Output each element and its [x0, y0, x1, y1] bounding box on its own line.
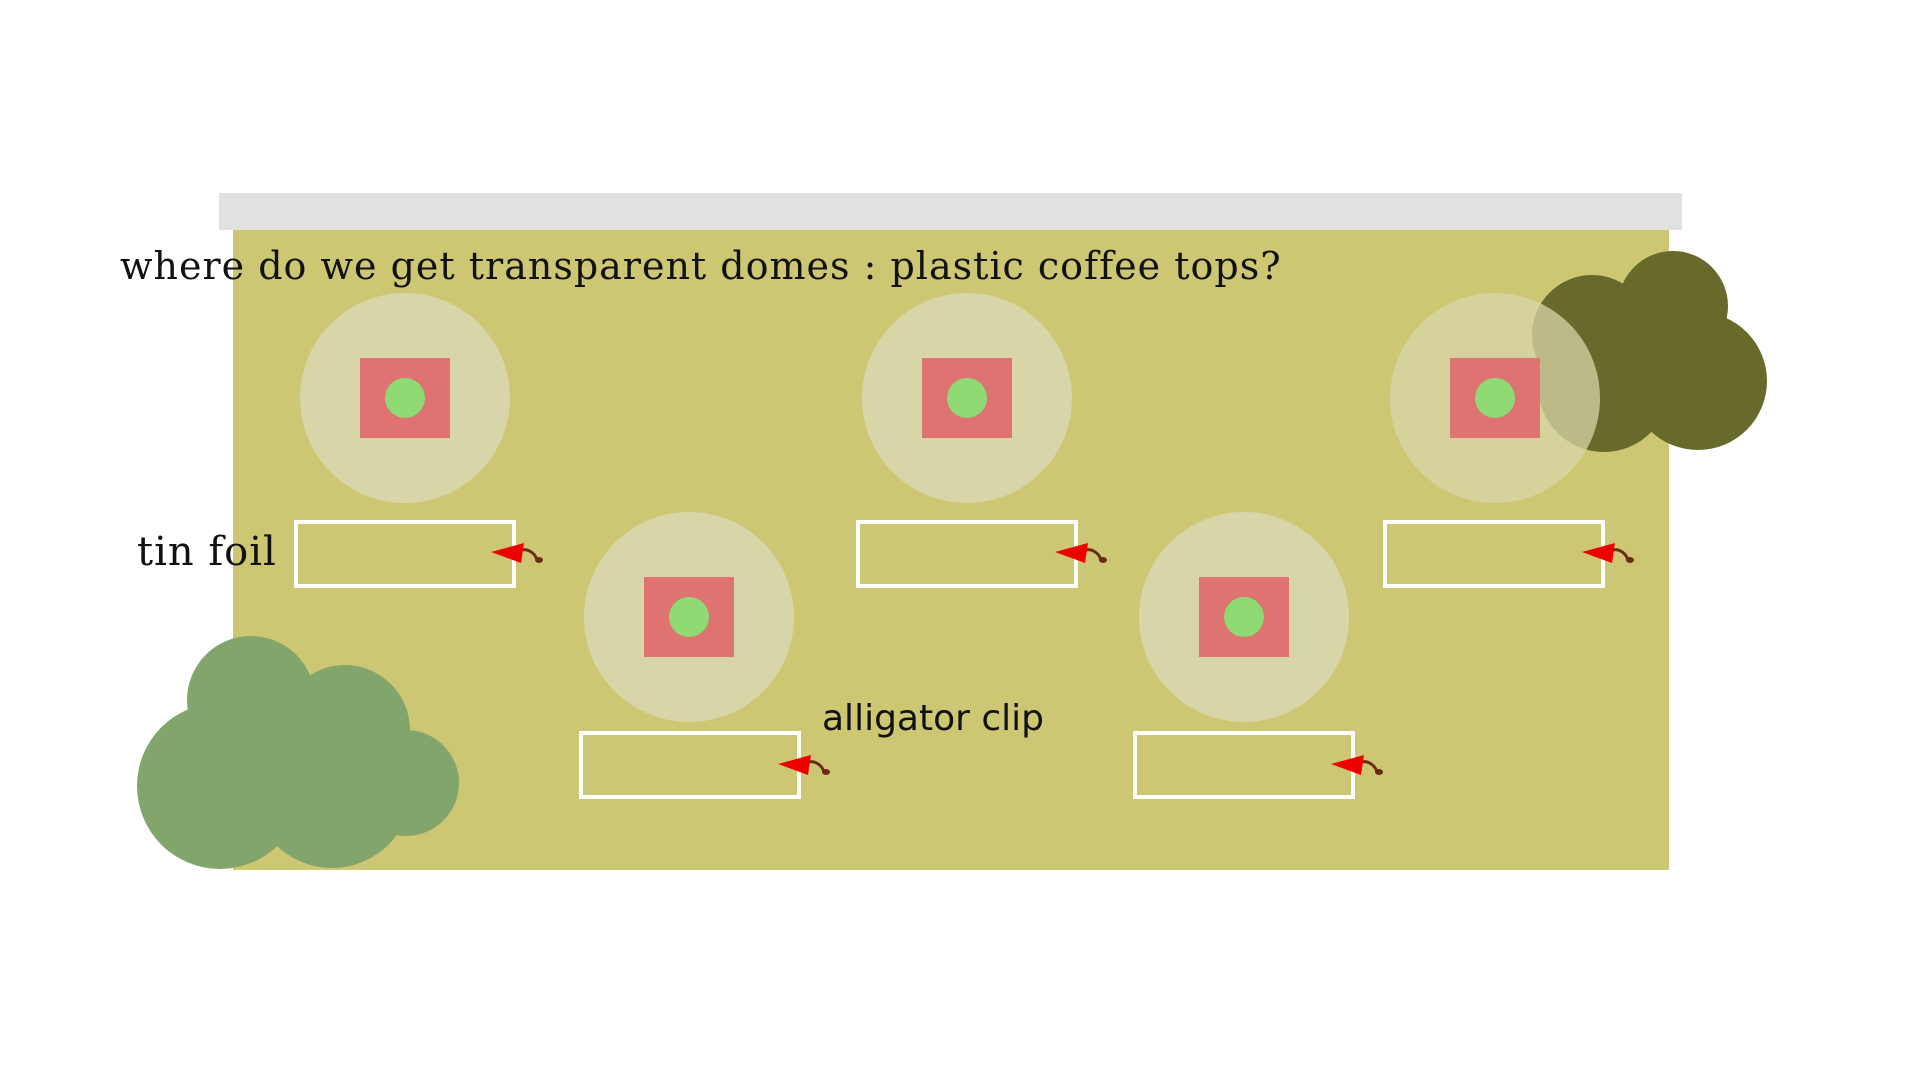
unit-1: [294, 293, 543, 588]
top-bar: [219, 193, 1682, 230]
center-dot: [385, 378, 425, 418]
dark-bush-lobe: [1591, 310, 1701, 420]
center-dot: [947, 378, 987, 418]
alligator-clip-icon: [1055, 543, 1107, 563]
alligator-clip-icon: [778, 755, 830, 775]
light-bush: [137, 636, 459, 869]
center-dot: [669, 597, 709, 637]
unit-5: [1383, 293, 1634, 588]
alligator-clip-icon: [491, 543, 543, 563]
title: where do we get transparent domes : plas…: [120, 244, 1282, 288]
unit-4: [1133, 512, 1383, 799]
unit-2: [579, 512, 830, 799]
alligator-clip-icon: [1331, 755, 1383, 775]
center-dot: [1224, 597, 1264, 637]
center-dot: [1475, 378, 1515, 418]
tin-foil-label: tin foil: [137, 529, 277, 575]
alligator-clip-icon: [1582, 543, 1634, 563]
light-bush-lobe: [210, 675, 350, 815]
unit-3: [856, 293, 1107, 588]
alligator-clip-label: alligator clip: [822, 698, 1044, 739]
